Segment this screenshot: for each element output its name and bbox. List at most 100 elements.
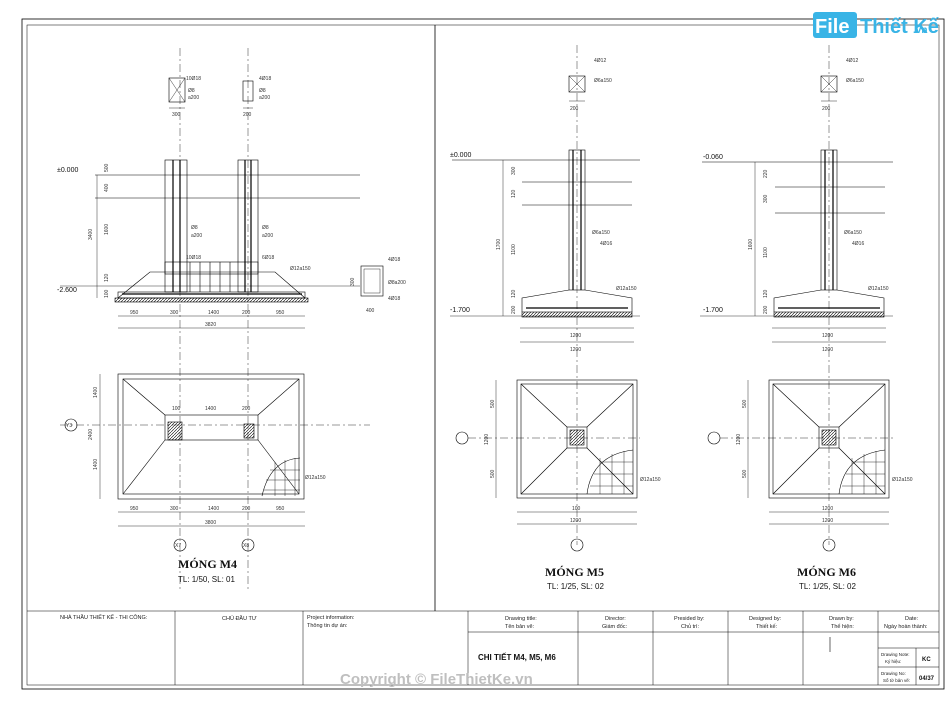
m4-h500: 500 — [104, 163, 110, 172]
tb-director-label: Director: — [605, 616, 626, 622]
m6-w1: 1200 — [822, 333, 833, 339]
m4-dim-3: 1400 — [208, 310, 219, 316]
m6-plan-dim-1: 1200 — [822, 506, 833, 512]
m4-axis-x7-label: X7 — [175, 543, 181, 549]
m4-dim-2: 300 — [170, 310, 179, 316]
m6-plan-dim-2: 1200 — [822, 518, 833, 524]
m6-h-total: 1600 — [748, 239, 754, 250]
m6-plan-h3: 500 — [742, 469, 748, 478]
m6-h-1: 220 — [763, 169, 769, 178]
logo-thiet: Thiết Kế — [860, 16, 940, 38]
m6-plan-h2: 1200 — [736, 434, 742, 445]
title-block-text: NHÀ THẦU THIẾT KẾ - THI CÔNG: CHỦ ĐẦU TƯ… — [60, 614, 935, 683]
m5-plan-h1: 500 — [490, 399, 496, 408]
m4-plan-dim-4: 200 — [242, 506, 251, 512]
m4-col2-tie: Ø8 — [259, 88, 266, 94]
m4-dim-1: 950 — [130, 310, 139, 316]
m4-dim-total: 3820 — [205, 322, 216, 328]
m6-plan-mesh: Ø12a150 — [892, 477, 913, 483]
m6-h-4: 120 — [763, 289, 769, 298]
m5-title: MÓNG M5 — [545, 565, 604, 579]
tb-date-sub: Ngày hoàn thành: — [884, 624, 928, 630]
m5-labels: 4Ø12 Ø6a150 200 ±0.000 -1.700 Ø6a150 4Ø1… — [450, 58, 661, 591]
tb-dno-sub: Số tờ bản vẽ: — [883, 678, 910, 683]
logo: File Thiết Kế .vn — [813, 12, 940, 38]
tb-project-label: Project information: — [307, 615, 355, 621]
watermark: Copyright © FileThietKe.vn — [340, 671, 533, 688]
m4-plan-outline — [117, 373, 305, 500]
tb-designed-sub: Thiết kế: — [756, 624, 778, 630]
m4-col2-w: 200 — [243, 112, 252, 118]
m6-axis-bottom — [822, 538, 836, 552]
tb-project-sub: Thông tin dự án: — [307, 623, 348, 629]
m6-h-2: 300 — [763, 194, 769, 203]
m4-plan-dim-5: 950 — [276, 506, 285, 512]
m5-axis-bottom — [570, 538, 584, 552]
tb-date-label: Date: — [905, 616, 919, 622]
m4-col1-w: 300 — [172, 112, 181, 118]
m4-bar4: 10Ø18 — [186, 255, 201, 261]
m4-col1-top: 10Ø18 — [186, 76, 201, 82]
m5-h-2: 120 — [511, 189, 517, 198]
tb-presided-label: Presided by: — [674, 616, 705, 622]
m6-plan-h1: 500 — [742, 399, 748, 408]
m4-level-bottom: -2.600 — [57, 287, 77, 294]
m6-column-section — [820, 75, 838, 93]
m4-plan-mesh: Ø12a150 — [305, 475, 326, 481]
logo-vn: .vn — [913, 25, 927, 36]
m4-axis-x8 — [241, 538, 255, 552]
m4-col1-tie: Ø8 — [188, 88, 195, 94]
m4-plan-total: 3800 — [205, 520, 216, 526]
m5-mesh: Ø12a150 — [616, 286, 637, 292]
m4-axis-y3-label: Y3 — [66, 423, 72, 429]
m5-bar-1: Ø6a150 — [592, 230, 610, 236]
m6-top-bar: 4Ø12 — [846, 58, 858, 64]
m5-level-bottom: -1.700 — [450, 307, 470, 314]
m4-beam-section — [360, 265, 384, 297]
m4-mesh: Ø12a150 — [290, 266, 311, 272]
tb-contractor: NHÀ THẦU THIẾT KẾ - THI CÔNG: — [60, 614, 148, 621]
m6-title: MÓNG M6 — [797, 565, 856, 579]
m4-bar3: 6Ø18 — [262, 255, 274, 261]
m6-col-w: 200 — [822, 106, 831, 112]
tb-drawn-label: Drawn by: — [829, 616, 854, 622]
m5-col-w: 200 — [570, 106, 579, 112]
m5-column-section — [568, 75, 586, 93]
m5-plan-h3: 500 — [490, 469, 496, 478]
m4-axis-x7 — [173, 538, 187, 552]
tb-drawn-sub: Thể hiện: — [831, 623, 854, 630]
m4-scale: TL: 1/50, SL: 01 — [178, 575, 235, 584]
tb-dn-label: Drawing Note: — [881, 652, 910, 657]
m4-bar2: Ø8 — [262, 225, 269, 231]
m6-scale: TL: 1/25, SL: 02 — [799, 582, 856, 591]
inner-border — [26, 24, 940, 686]
m5-plan-h2: 1200 — [484, 434, 490, 445]
m5-plan-mesh: Ø12a150 — [640, 477, 661, 483]
m6-level-top: -0.060 — [703, 154, 723, 161]
m4-bar1-sp: a200 — [191, 233, 202, 239]
m4-beam-h: 300 — [350, 277, 356, 286]
m4-axis-x8-label: X8 — [243, 543, 249, 549]
tb-dno-label: Drawing No: — [881, 671, 906, 676]
m6-mesh: Ø12a150 — [868, 286, 889, 292]
m4-plan-inner-2: 1400 — [205, 406, 216, 412]
m6-w2: 1200 — [822, 347, 833, 353]
m4-col1-tie-sp: a200 — [188, 95, 199, 101]
m4-plan-h3: 1400 — [93, 459, 99, 470]
m5-tie: Ø6a150 — [594, 78, 612, 84]
m4-col2-top: 4Ø18 — [259, 76, 271, 82]
outer-border — [21, 18, 945, 690]
m5-h-3: 1100 — [511, 244, 517, 255]
m6-h-5: 200 — [763, 305, 769, 314]
m4-dim-4: 200 — [242, 310, 251, 316]
tb-director-sub: Giám đốc: — [602, 624, 628, 630]
m6-detail — [700, 45, 893, 552]
m4-dim-5: 950 — [276, 310, 285, 316]
m5-h-total: 1700 — [496, 239, 502, 250]
m5-top-bar: 4Ø12 — [594, 58, 606, 64]
m4-h120: 120 — [104, 273, 110, 282]
m6-bar-2: 4Ø16 — [852, 241, 864, 247]
m4-plan-h1: 1400 — [93, 387, 99, 398]
m5-plan-dim-1: 100 — [572, 506, 581, 512]
m6-level-bottom: -1.700 — [703, 307, 723, 314]
